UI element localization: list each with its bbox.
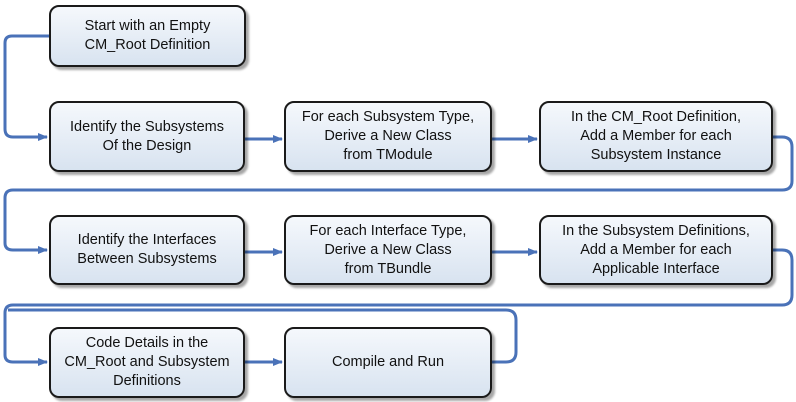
step-label: Start with an Empty CM_Root Definition	[84, 18, 211, 53]
step-derive-tbundle: For each Interface Type, Derive a New Cl…	[284, 215, 492, 285]
step-add-subsystem-member: In the CM_Root Definition, Add a Member …	[539, 101, 773, 172]
step-identify-subsystems: Identify the Subsystems Of the Design	[49, 101, 245, 172]
step-label: Identify the Interfaces Between Subsyste…	[77, 232, 217, 267]
step-label: For each Interface Type, Derive a New Cl…	[309, 222, 467, 277]
connector-root-member-to-interfaces	[3, 135, 794, 254]
step-compile-run: Compile and Run	[284, 327, 492, 398]
step-label: Code Details in the CM_Root and Subsyste…	[64, 335, 230, 389]
step-identify-interfaces: Identify the Interfaces Between Subsyste…	[49, 215, 245, 285]
connector-interface-member-to-code-details	[3, 248, 794, 366]
step-label: Identify the Subsystems Of the Design	[70, 118, 224, 154]
connector-start-to-subsystems	[3, 34, 49, 141]
step-label: In the Subsystem Definitions, Add a Memb…	[562, 222, 750, 277]
step-derive-tmodule: For each Subsystem Type, Derive a New Cl…	[284, 101, 492, 172]
step-add-interface-member: In the Subsystem Definitions, Add a Memb…	[539, 215, 773, 285]
step-label: Compile and Run	[331, 354, 445, 370]
step-start: Start with an Empty CM_Root Definition	[49, 5, 246, 67]
connector-compile-loop	[8, 308, 518, 364]
step-code-details: Code Details in the CM_Root and Subsyste…	[49, 327, 245, 398]
step-label: For each Subsystem Type, Derive a New Cl…	[301, 109, 475, 163]
step-label: In the CM_Root Definition, Add a Member …	[570, 109, 742, 163]
